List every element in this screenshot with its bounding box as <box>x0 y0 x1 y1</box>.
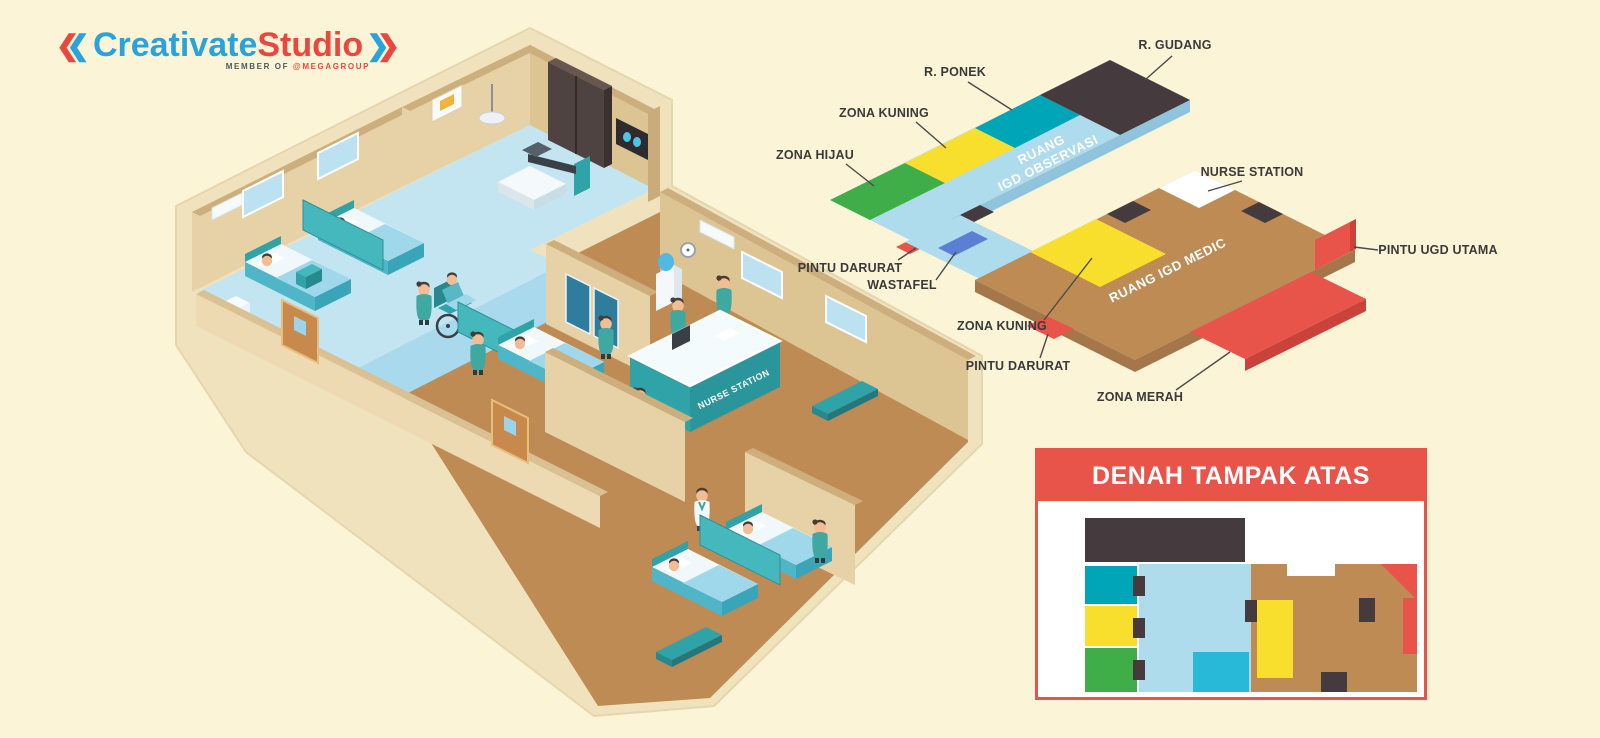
xray-machine <box>522 142 590 196</box>
zona-merah-side <box>1245 299 1366 371</box>
monitor-icon <box>672 325 690 350</box>
label-zona-kuning-obs: ZONA KUNING <box>839 106 929 120</box>
label-zona-kuning-medic: ZONA KUNING <box>957 319 1047 333</box>
zone-zona-merah <box>1190 272 1366 359</box>
papers <box>714 328 740 341</box>
bench <box>656 627 722 667</box>
nightstand <box>296 264 322 289</box>
window <box>825 294 867 344</box>
label-r-ponek: R. PONEK <box>923 65 987 79</box>
chevron-right-icon: ❯ <box>366 29 390 61</box>
label-pintu-darurat-obs: PINTU DARURAT <box>797 261 903 275</box>
wall-back-left <box>192 107 410 292</box>
nurse-figure <box>812 519 828 563</box>
top-view-title: DENAH TAMPAK ATAS <box>1038 451 1424 501</box>
logo-tagline: MEMBER OF @MEGAGROUP <box>225 62 371 71</box>
front-wall-hall <box>438 398 608 528</box>
window <box>741 250 783 300</box>
zone-r-ponek <box>975 95 1080 148</box>
wall-top-left <box>402 45 538 187</box>
zone-pintu-ugd-utama <box>1315 222 1350 270</box>
front-wall-ward <box>196 290 446 447</box>
zone-wastafel <box>938 231 988 256</box>
door-marker <box>1107 201 1151 223</box>
zone-zona-kuning-observasi <box>905 128 1015 183</box>
label-pintu-ugd-utama: PINTU UGD UTAMA <box>1378 243 1498 257</box>
window <box>317 131 359 181</box>
zone-zona-kuning-medic <box>1030 219 1166 287</box>
hospital-isometric-illustration: NURSE STATION <box>175 26 983 718</box>
wall-right <box>660 188 976 440</box>
zone-zona-hijau <box>830 163 945 220</box>
zone-pintu-darurat-medic <box>1027 316 1074 339</box>
bench <box>812 381 878 421</box>
label-r-gudang: R. GUDANG <box>1138 38 1212 52</box>
window <box>242 169 284 219</box>
chevron-left-icon: ❮ <box>66 29 90 61</box>
label-pintu-darurat-medic: PINTU DARURAT <box>965 359 1071 373</box>
xray-table <box>498 166 566 210</box>
nurse-figure <box>416 281 432 325</box>
zone-nurse-station <box>1159 170 1235 208</box>
leader-lines <box>845 55 1379 391</box>
top-view-plan <box>1085 518 1417 692</box>
door-marker <box>1241 202 1283 223</box>
wardrobe <box>548 58 612 168</box>
nurse-figure <box>470 331 486 375</box>
exam-lamp <box>478 84 506 125</box>
pintu-ugd-utama-side <box>1350 219 1356 252</box>
water-dispenser <box>656 253 682 311</box>
xray-lightbox <box>616 118 648 160</box>
logo-word-2: Studio <box>257 26 364 64</box>
label-zona-hijau: ZONA HIJAU <box>776 148 854 162</box>
chevron-left-icon: ❮ <box>56 29 80 61</box>
chevron-right-icon: ❯ <box>376 29 401 61</box>
label-nurse-station: NURSE STATION <box>1200 165 1304 179</box>
zone-r-gudang <box>1040 60 1190 135</box>
iso-floor-plan <box>830 55 1379 391</box>
ac-unit-icon <box>699 219 735 250</box>
nurse-figure <box>598 315 614 359</box>
label-zona-merah: ZONA MERAH <box>1096 390 1184 404</box>
logo-word-1: Creativate <box>92 26 258 64</box>
label-wastafel: WASTAFEL <box>867 278 937 292</box>
wheelchair-patient <box>434 272 476 339</box>
interior-door <box>565 272 591 336</box>
